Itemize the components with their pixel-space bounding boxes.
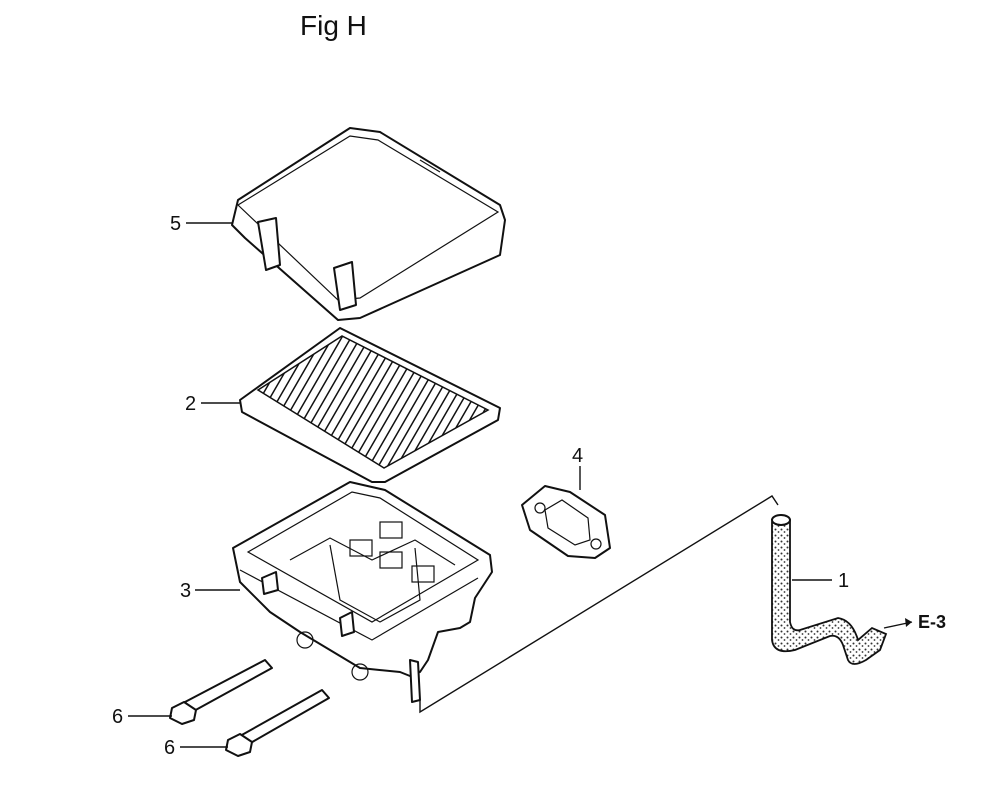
- bolt-upper: [169, 659, 273, 725]
- leader-lines: [128, 222, 913, 748]
- reference-label: E-3: [918, 612, 946, 632]
- callout-4: 4: [572, 445, 583, 467]
- air-cleaner-case: [232, 481, 493, 703]
- callout-3: 3: [180, 580, 191, 602]
- callout-6-upper: 6: [112, 706, 123, 728]
- figure-title: Fig H: [300, 10, 367, 41]
- breather-tube: [771, 514, 888, 665]
- callout-1: 1: [838, 570, 849, 592]
- callout-5: 5: [170, 213, 181, 235]
- callout-6-lower: 6: [164, 737, 175, 759]
- gasket: [521, 485, 611, 559]
- callout-2: 2: [185, 393, 196, 415]
- air-filter-element: [239, 327, 501, 483]
- bolt-lower: [225, 689, 330, 757]
- air-cleaner-cover: [231, 127, 506, 321]
